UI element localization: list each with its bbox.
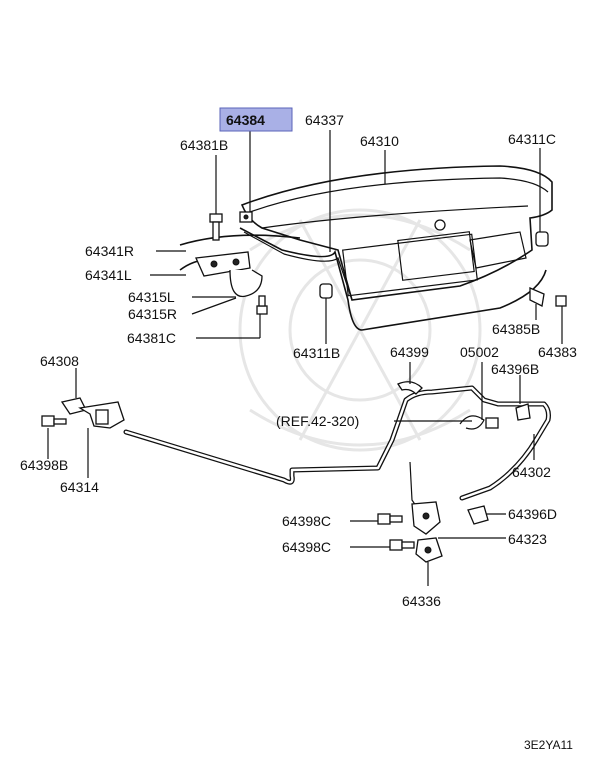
label-64337[interactable]: 64337 — [305, 112, 344, 128]
latch-64323 — [411, 501, 441, 535]
label-64399[interactable]: 64399 — [390, 344, 429, 360]
bumper-64311B — [319, 283, 333, 299]
leader-lines — [47, 130, 563, 586]
label-64396D[interactable]: 64396D — [508, 506, 557, 522]
bolt-64398C-2 — [389, 539, 415, 551]
label-64315R[interactable]: 64315R — [128, 306, 177, 322]
nut-64384 — [239, 211, 253, 223]
striker-64336 — [415, 537, 443, 563]
label-64308[interactable]: 64308 — [40, 353, 79, 369]
bolt-64381C — [256, 295, 268, 315]
opener-64308 — [60, 397, 125, 429]
diagram-code: 3E2YA11 — [524, 738, 573, 752]
label-64323[interactable]: 64323 — [508, 531, 547, 547]
label-64398C-2[interactable]: 64398C — [282, 539, 331, 555]
label-64384[interactable]: 64384 — [226, 112, 265, 128]
hinge-64315 — [195, 251, 263, 298]
label-64341R[interactable]: 64341R — [85, 243, 134, 259]
clamp-64399 — [397, 381, 423, 395]
label-64302[interactable]: 64302 — [512, 464, 551, 480]
clip-64385B — [529, 287, 545, 307]
label-ref[interactable]: (REF.42-320) — [276, 413, 359, 429]
label-64398C-1[interactable]: 64398C — [282, 513, 331, 529]
bumper-64311C — [535, 231, 549, 247]
selected-part-highlight — [219, 107, 293, 132]
label-64336[interactable]: 64336 — [402, 593, 441, 609]
bolt-64381B — [209, 213, 223, 241]
label-64383[interactable]: 64383 — [538, 344, 577, 360]
label-64385B[interactable]: 64385B — [492, 321, 540, 337]
label-64311B[interactable]: 64311B — [293, 345, 340, 361]
label-64311C[interactable]: 64311C — [508, 131, 556, 147]
label-64396B[interactable]: 64396B — [491, 361, 539, 377]
bolt-64398B — [41, 415, 67, 427]
hinge-arm-64341R — [179, 234, 301, 246]
bolt-64398C-1 — [377, 513, 403, 525]
label-64398B[interactable]: 64398B — [20, 457, 68, 473]
weatherstrip-64337 — [239, 227, 547, 331]
label-64314[interactable]: 64314 — [60, 479, 99, 495]
label-64381B[interactable]: 64381B — [180, 137, 228, 153]
label-64381C[interactable]: 64381C — [127, 330, 176, 346]
bolt-64383 — [555, 295, 567, 307]
part-labels: 64384 64337 64310 64311C 64381B 64341R 6… — [20, 112, 577, 752]
watermark — [238, 208, 482, 452]
grommet-05002 — [459, 415, 499, 430]
clip-64396B — [515, 403, 531, 421]
label-64310[interactable]: 64310 — [360, 133, 399, 149]
clip-64396D — [467, 505, 489, 525]
label-64315L[interactable]: 64315L — [128, 289, 175, 305]
label-64341L[interactable]: 64341L — [85, 267, 132, 283]
trunk-lid-64310 — [240, 165, 553, 301]
label-05002[interactable]: 05002 — [460, 344, 499, 360]
